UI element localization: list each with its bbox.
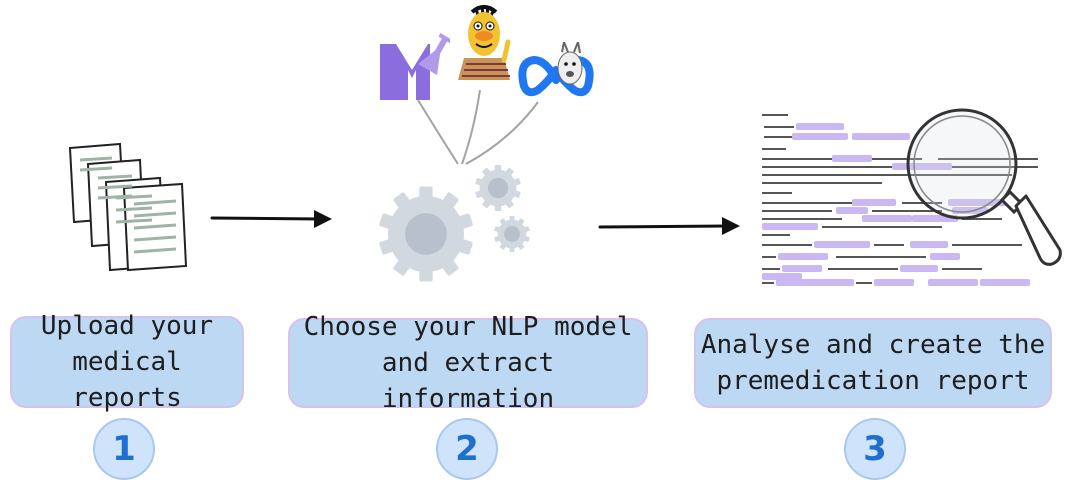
- bert-muppet-icon: [458, 5, 511, 80]
- gears-icon: [378, 165, 530, 282]
- magnifier-icon: [906, 108, 1062, 266]
- model-connector-lines: [417, 90, 539, 165]
- arrow-right-icon: [598, 217, 740, 235]
- arrow-right-icon: [210, 210, 332, 228]
- premedication-report-preview: [762, 114, 1038, 286]
- step-2-label: Choose your NLP model and extract inform…: [288, 312, 648, 414]
- step-1-number: 1: [93, 418, 155, 480]
- step-2-number: 2: [436, 418, 498, 480]
- documents-icon: [68, 142, 188, 272]
- meta-llama-icon: [518, 42, 594, 97]
- mistral-m-icon: [380, 33, 450, 100]
- step-3-label: Analyse and create the premedication rep…: [694, 318, 1052, 408]
- step-1-label: Upload your medical reports: [10, 311, 244, 413]
- step-3-number: 3: [844, 418, 906, 480]
